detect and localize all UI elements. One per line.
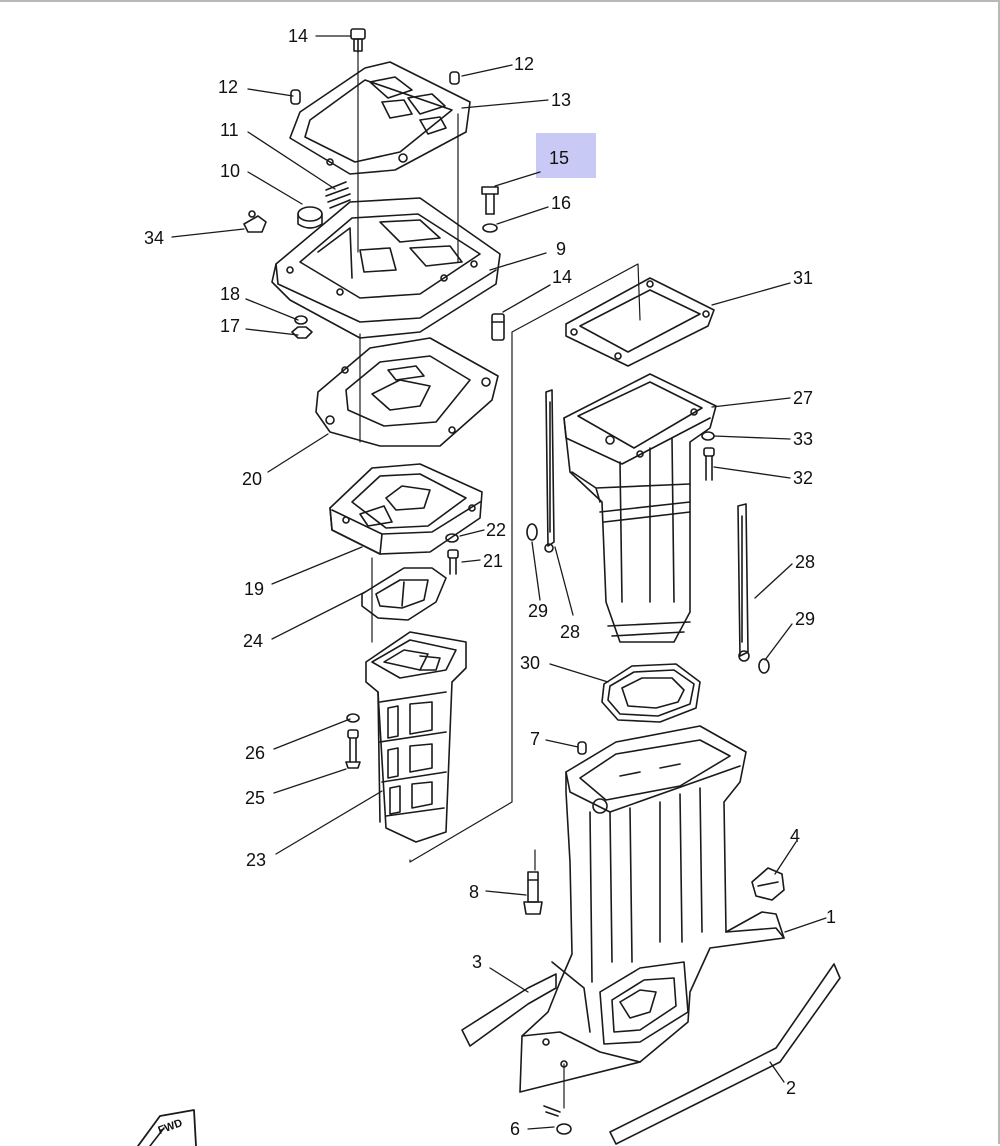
plug-4 — [751, 867, 785, 901]
bolt-32 — [703, 447, 715, 481]
callout-6: 6 — [510, 1119, 521, 1139]
callout-19: 19 — [244, 579, 265, 599]
upper-casing-27 — [563, 373, 717, 643]
gasket-24 — [361, 567, 447, 621]
callout-21: 21 — [483, 551, 504, 571]
bolt-21 — [447, 549, 459, 575]
bolt-15 — [481, 186, 499, 215]
mounting-plate-9 — [271, 197, 501, 339]
nut-17 — [291, 326, 313, 339]
callout-23: 23 — [246, 850, 267, 870]
fitting-34 — [243, 210, 267, 233]
callout-8: 8 — [469, 882, 480, 902]
callout-33: 33 — [793, 429, 814, 449]
washer-33 — [701, 431, 715, 441]
exhaust-guide-19 — [329, 463, 483, 555]
callout-25: 25 — [245, 788, 266, 808]
callout-29-left: 29 — [528, 601, 549, 621]
bolt-14-right — [491, 313, 505, 341]
callout-31: 31 — [793, 268, 814, 288]
bolt-14-top — [350, 28, 366, 53]
bolt-8 — [523, 871, 543, 915]
callout-22: 22 — [486, 520, 507, 540]
gasket-20 — [315, 337, 499, 447]
callout-9: 9 — [556, 239, 567, 259]
callout-12-right: 12 — [514, 54, 535, 74]
strip-2 — [609, 963, 841, 1145]
washer-26 — [346, 713, 360, 723]
callout-15-highlight — [536, 133, 596, 178]
bolt-25 — [345, 729, 361, 769]
callout-24: 24 — [243, 631, 264, 651]
callout-17: 17 — [220, 316, 241, 336]
callout-13: 13 — [551, 90, 572, 110]
gasket-31 — [565, 277, 715, 367]
leader-lines — [171, 35, 827, 1130]
callout-4: 4 — [790, 826, 801, 846]
callout-27: 27 — [793, 388, 814, 408]
fwd-arrow-icon — [137, 1109, 197, 1146]
grommet-29-left — [526, 523, 538, 541]
seal-28-left — [544, 389, 555, 553]
callout-12-left: 12 — [218, 77, 239, 97]
seal-30 — [601, 663, 701, 723]
callout-26: 26 — [245, 743, 266, 763]
gasket-13 — [289, 61, 471, 175]
callout-16: 16 — [551, 193, 572, 213]
lower-casing-1 — [519, 725, 785, 1093]
callout-14-right: 14 — [552, 267, 573, 287]
callout-29-right: 29 — [795, 609, 816, 629]
callout-32: 32 — [793, 468, 814, 488]
dowel-12-right — [449, 71, 460, 85]
callout-14-top: 14 — [288, 26, 309, 46]
callout-11: 11 — [220, 120, 239, 140]
callout-30: 30 — [520, 653, 541, 673]
dowel-7 — [577, 741, 587, 755]
callout-18: 18 — [220, 284, 241, 304]
washer-6 — [543, 1105, 572, 1135]
washer-22 — [445, 533, 459, 543]
washer-16 — [482, 223, 498, 233]
callout-28-left: 28 — [560, 622, 581, 642]
callout-28-right: 28 — [795, 552, 816, 572]
dowel-12-left — [290, 89, 301, 105]
callout-20: 20 — [242, 469, 263, 489]
washer-18 — [294, 315, 308, 325]
cap-10 — [297, 206, 323, 229]
callout-3: 3 — [472, 952, 483, 972]
grommet-29-right — [758, 658, 770, 674]
callout-7: 7 — [530, 729, 541, 749]
callout-1: 1 — [826, 907, 837, 927]
callout-34: 34 — [144, 228, 165, 248]
callout-10: 10 — [220, 161, 241, 181]
spring-11 — [325, 181, 351, 209]
strip-3 — [461, 973, 557, 1047]
exhaust-pipe-23 — [365, 631, 467, 843]
callout-2: 2 — [786, 1078, 797, 1098]
callout-15: 15 — [549, 148, 570, 168]
seal-28-right — [737, 503, 750, 662]
